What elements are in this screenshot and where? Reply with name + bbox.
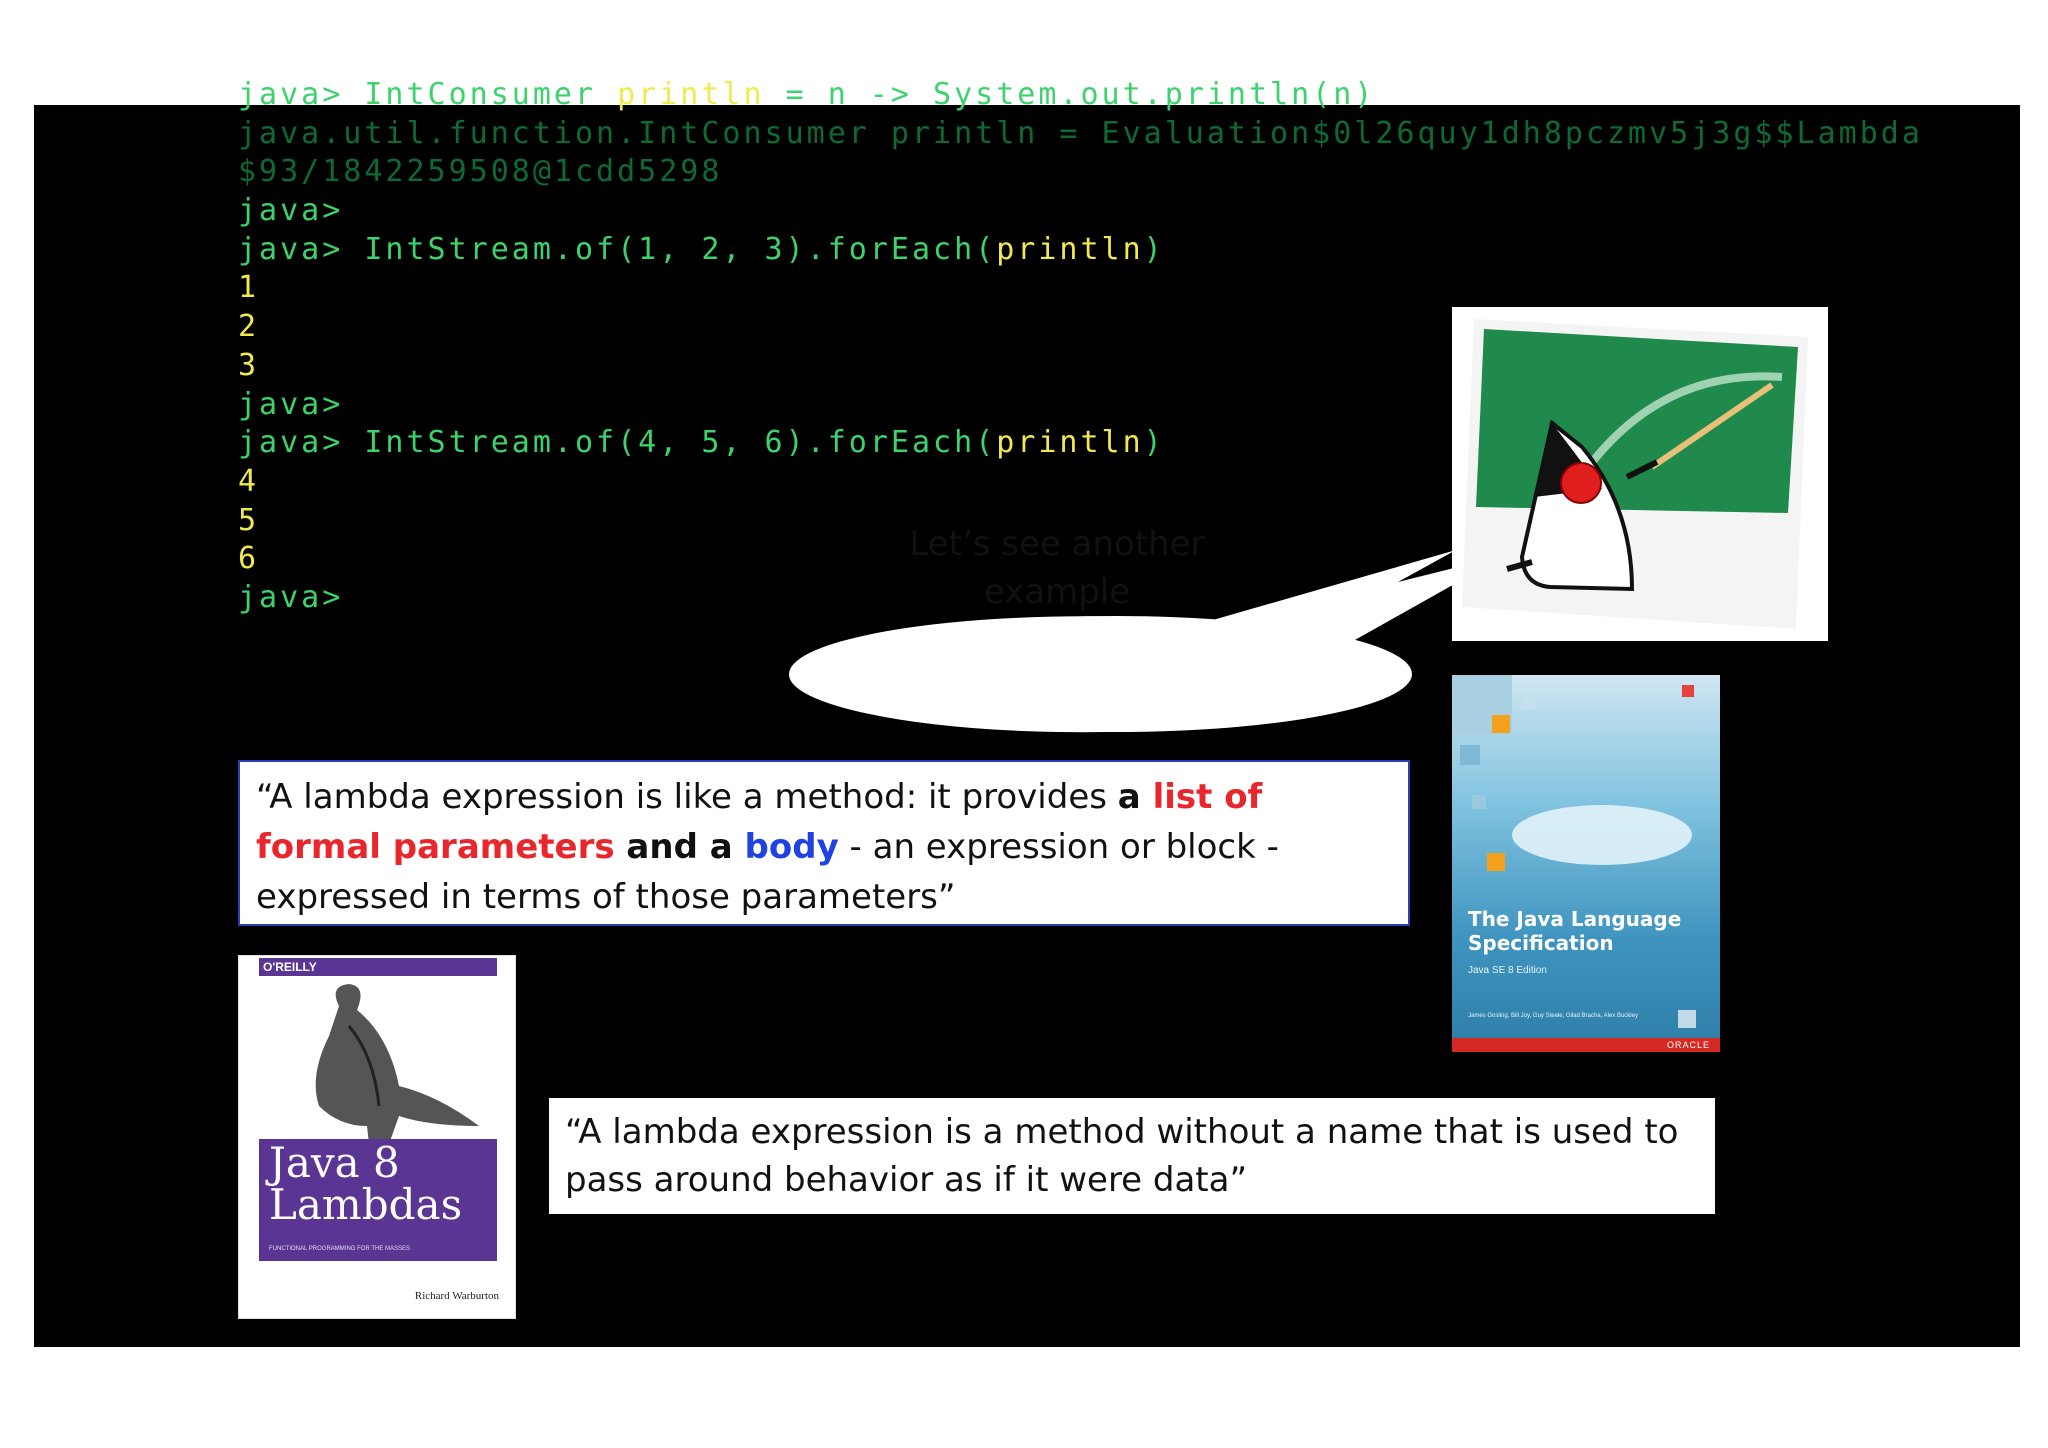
oreilly-author: Richard Warburton [414, 1290, 499, 1302]
quote-jls-part1: “A lambda expression is like a method: i… [256, 777, 1118, 817]
terminal-line: java> [238, 579, 1798, 618]
terminal-text-segment: 5 [238, 502, 260, 538]
quote-jls-highlight-body: body [744, 827, 839, 867]
quote-jls-part6: - an expression or block - expressed in … [256, 827, 1279, 917]
terminal-text-segment: 3 [238, 347, 260, 383]
jls-publisher: ORACLE [1666, 1040, 1710, 1050]
terminal-text-segment: java> IntConsumer [238, 77, 618, 112]
terminal-text-segment: java> [238, 193, 344, 229]
jls-subtitle: Java SE 8 Edition [1468, 965, 1547, 976]
terminal-text-segment: $93/1842259508@1cdd5298 [238, 154, 723, 190]
quote-jls: “A lambda expression is like a method: i… [238, 760, 1410, 926]
quote-jls-highlight-params: list of formal parameters [256, 777, 1263, 867]
oreilly-title: Java 8 Lambdas [269, 1138, 463, 1229]
terminal-text-segment: 6 [238, 541, 260, 577]
quote-jls-part2: a [1117, 777, 1153, 817]
oreilly-book-cover: O'REILLY Java 8 Lambdas FUNCTIONAL PROGR… [238, 955, 516, 1319]
terminal-text-segment: ) [1143, 425, 1165, 461]
terminal-line: $93/1842259508@1cdd5298 [238, 153, 1798, 192]
terminal-text-segment: println [996, 231, 1144, 267]
jls-book-cover: The Java Language Specification Java SE … [1452, 675, 1720, 1052]
jshell-terminal: java> IntConsumer println = n -> System.… [238, 76, 1920, 618]
terminal-text-segment: println [617, 77, 765, 112]
oreilly-tagline: FUNCTIONAL PROGRAMMING FOR THE MASSES [269, 1246, 411, 1252]
terminal-line: 4 [238, 463, 1798, 502]
terminal-text-segment: java> [238, 579, 344, 615]
terminal-line: java> [238, 192, 1798, 231]
oreilly-topbar [259, 958, 497, 976]
terminal-text-segment: java> IntStream.of(4, 5, 6).forEach( [238, 425, 997, 461]
terminal-line: 6 [238, 540, 1798, 579]
terminal-line: java> [238, 386, 1798, 425]
terminal-line: 1 [238, 269, 1798, 308]
terminal-text-segment: = n -> System.out.println(n) [764, 77, 1376, 112]
jls-publisher-band [1452, 1038, 1720, 1052]
speech-bubble [788, 550, 1456, 733]
oreilly-title-band [259, 1139, 497, 1261]
terminal-text-segment: 4 [238, 463, 260, 499]
terminal-text-segment: java> [238, 386, 344, 422]
terminal-line: java.util.function.IntConsumer println =… [238, 115, 1920, 154]
terminal-line: 2 [238, 308, 1798, 347]
oreilly-publisher: O'REILLY [263, 960, 317, 974]
terminal-line: 3 [238, 347, 1798, 386]
callout-text: Let’s see another example [909, 524, 1205, 612]
quote-jls-part4: and a [614, 827, 745, 867]
quote-oreilly: “A lambda expression is a method without… [549, 1098, 1715, 1214]
terminal-text-segment: java.util.function.IntConsumer println =… [238, 115, 1923, 151]
terminal-line: java> IntStream.of(1, 2, 3).forEach(prin… [238, 231, 1798, 270]
terminal-text-segment: 2 [238, 309, 260, 345]
terminal-line: java> IntConsumer println = n -> System.… [238, 76, 1798, 115]
terminal-text-segment: println [996, 425, 1144, 461]
jls-title: The Java Language Specification [1468, 907, 1682, 955]
terminal-line: 5 [238, 502, 1798, 541]
terminal-text-segment: java> IntStream.of(1, 2, 3).forEach( [238, 231, 997, 267]
terminal-text-segment: 1 [238, 270, 260, 306]
terminal-text-segment: ) [1143, 231, 1165, 267]
terminal-line: java> IntStream.of(4, 5, 6).forEach(prin… [238, 424, 1798, 463]
duke-teacher-image [1452, 307, 1828, 641]
jls-authors: James Gosling, Bill Joy, Guy Steele, Gil… [1468, 1013, 1638, 1019]
